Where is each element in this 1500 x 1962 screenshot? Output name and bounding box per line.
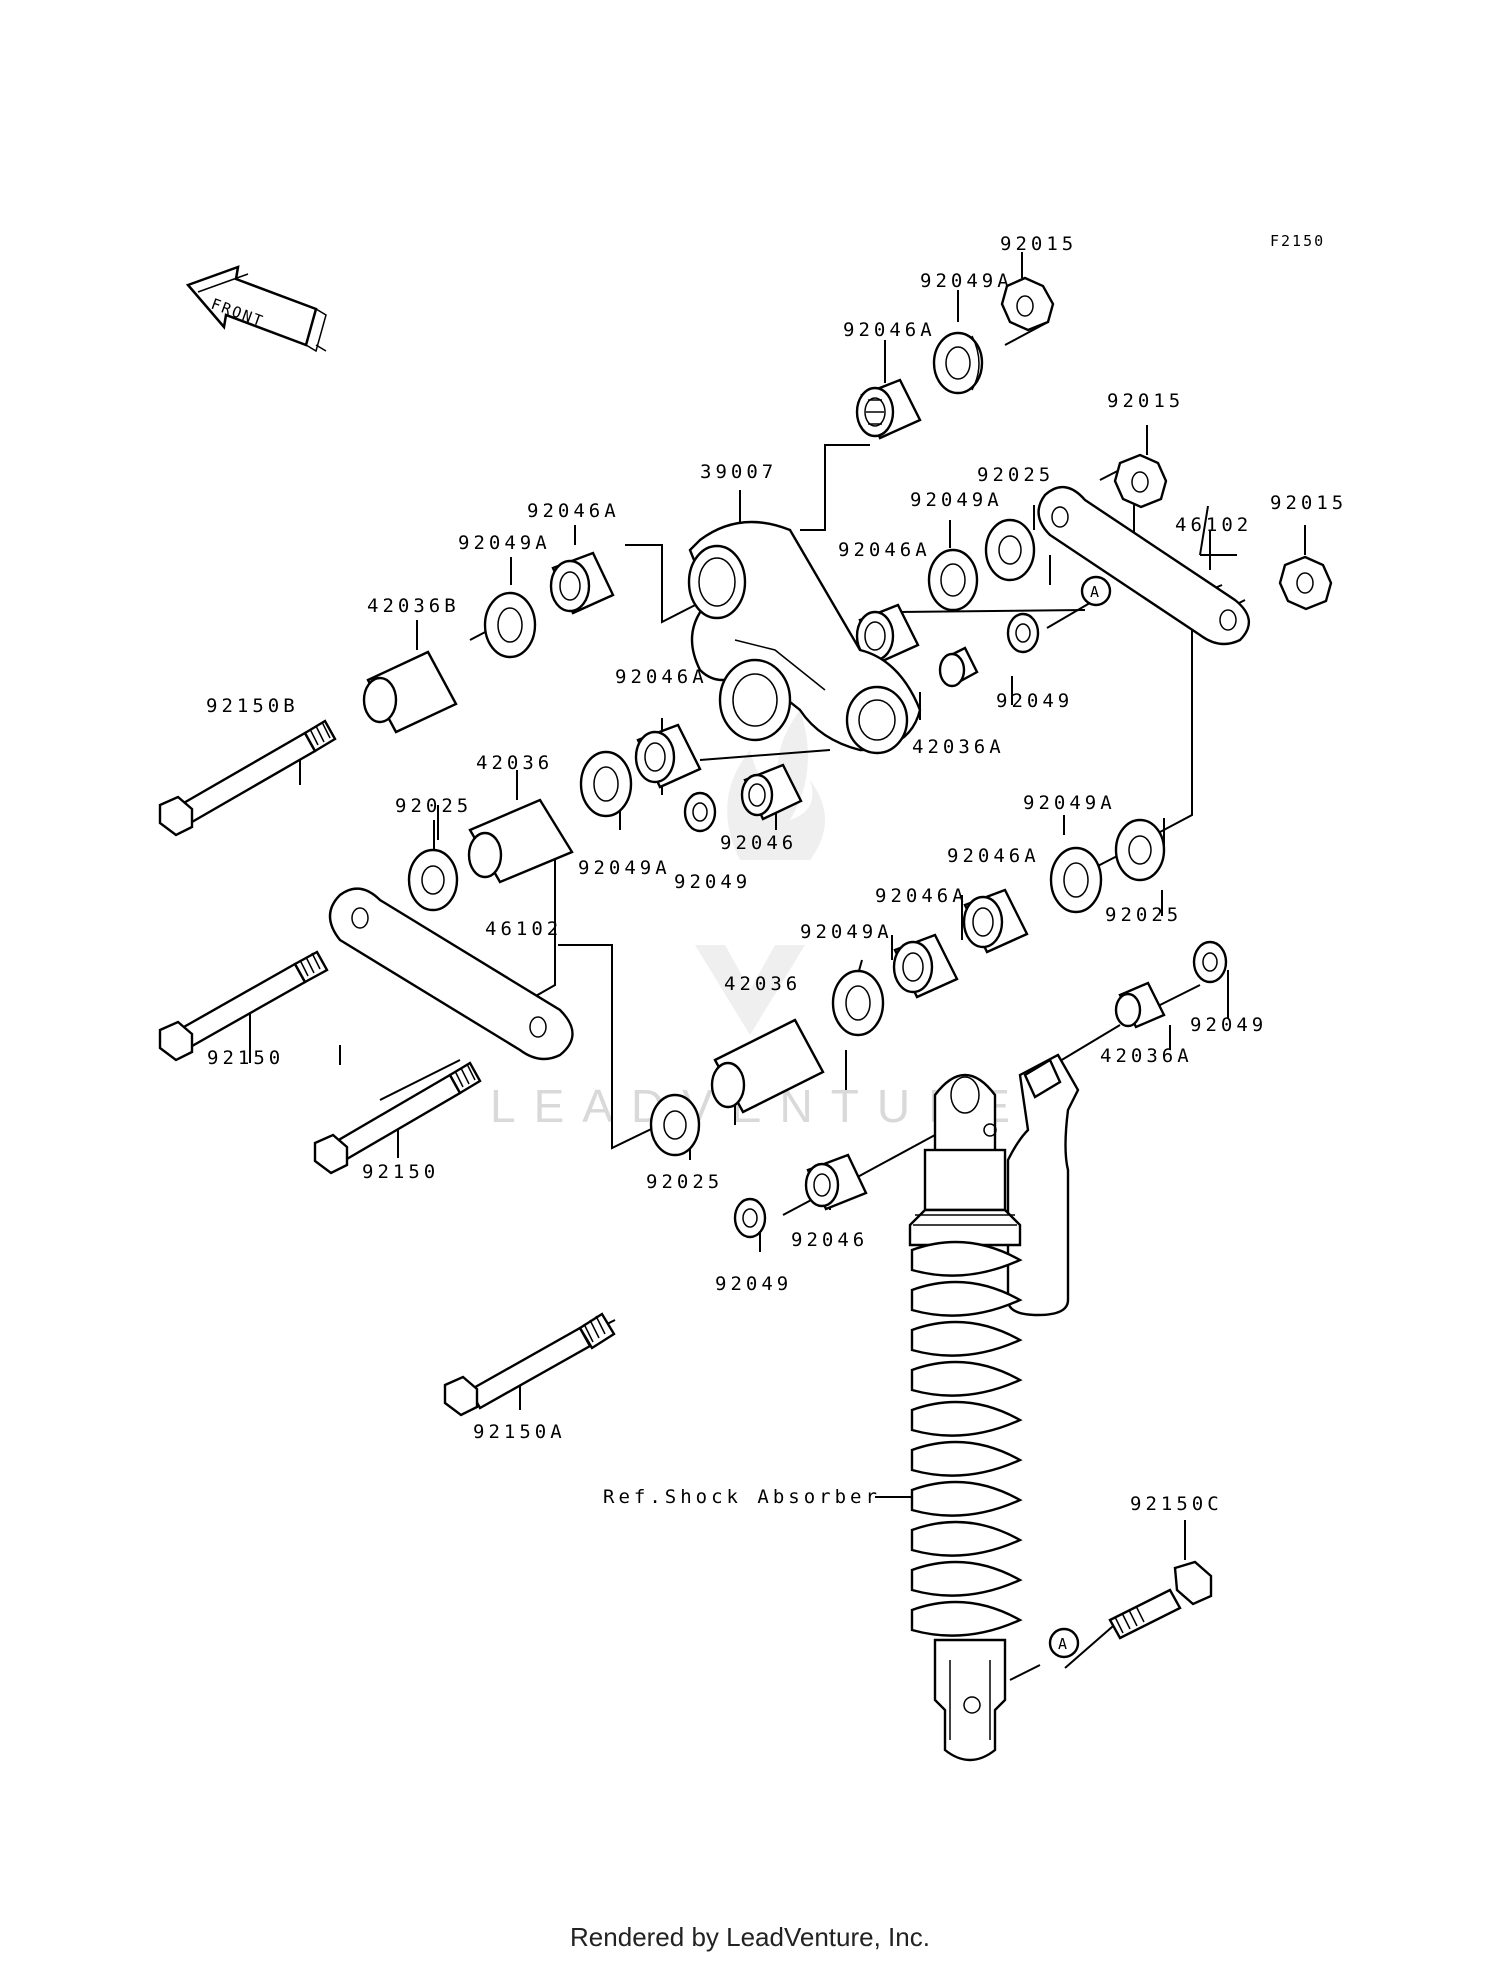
label-39007: 39007 <box>700 461 777 483</box>
shock-absorber <box>908 1053 1080 1762</box>
collar-92049A-top <box>932 331 984 395</box>
label-92015-top: 92015 <box>1000 233 1077 255</box>
collar-92049A-left <box>483 591 537 659</box>
bearing-92046A-top <box>855 378 922 440</box>
callout-a-bottom-text: A <box>1058 1635 1069 1653</box>
label-92046A-right: 92046A <box>947 845 1040 867</box>
label-92049-mid: 92049 <box>996 690 1073 712</box>
callout-a-bottom: A <box>1048 1627 1080 1659</box>
label-92049A-left: 92049A <box>458 532 551 554</box>
bolt-92150-a <box>158 950 329 1062</box>
label-92046-mid: 92046 <box>720 832 797 854</box>
label-92015-right: 92015 <box>1270 492 1347 514</box>
label-92049A-right: 92049A <box>1023 792 1116 814</box>
label-42036A-low: 42036A <box>1100 1045 1193 1067</box>
label-92025-top: 92025 <box>977 464 1054 486</box>
bearing-92046A-mid <box>855 603 920 665</box>
link-plate-46102-right <box>1037 486 1250 646</box>
label-92046A-left: 92046A <box>527 500 620 522</box>
washer-92049-mid <box>1006 612 1040 654</box>
front-arrow-icon <box>185 265 327 353</box>
bearing-92046A-right <box>962 888 1029 954</box>
bearing-92046A-left <box>549 551 615 615</box>
label-42036A-mid: 42036A <box>912 736 1005 758</box>
callout-a-text: A <box>1090 583 1101 601</box>
label-92049A-low: 92049A <box>800 921 893 943</box>
label-92150B: 92150B <box>206 695 299 717</box>
washer-92025-top <box>984 518 1036 582</box>
collar-92049A-lowleft <box>579 750 633 818</box>
label-92046-low: 92046 <box>791 1229 868 1251</box>
label-92025-low: 92025 <box>646 1171 723 1193</box>
washer-92025-low <box>649 1093 701 1157</box>
collar-92049A-right <box>1049 846 1103 914</box>
spacer-42036A-mid <box>938 646 979 688</box>
collar-92049A-midtop <box>927 548 979 612</box>
washer-92049-center <box>683 791 717 833</box>
label-42036: 42036 <box>476 752 553 774</box>
label-92150-b: 92150 <box>362 1161 439 1183</box>
label-92015-mid: 92015 <box>1107 390 1184 412</box>
bolt-92150-b <box>313 1061 482 1175</box>
label-92046A-top: 92046A <box>843 319 936 341</box>
label-92049A-top: 92049A <box>920 270 1013 292</box>
figure-code: F2150 <box>1270 232 1325 250</box>
spacer-42036-low <box>710 1018 825 1114</box>
nut-92015-top <box>1000 276 1055 332</box>
bearing-92046-low <box>804 1153 868 1211</box>
label-46102-left: 46102 <box>485 918 562 940</box>
label-92049-center: 92049 <box>674 871 751 893</box>
link-plate-46102-left <box>328 887 574 1061</box>
label-92046A-low: 92046A <box>875 885 968 907</box>
spacer-42036B <box>362 650 458 734</box>
washer-92025-left <box>407 848 459 912</box>
label-92049-low: 92049 <box>715 1273 792 1295</box>
washer-92049-low <box>733 1197 767 1239</box>
callout-a-top: A <box>1080 575 1112 607</box>
label-92150A: 92150A <box>473 1421 566 1443</box>
bearing-92046A-lower <box>634 723 702 789</box>
collar-92049A-low <box>831 969 885 1037</box>
label-92049A-lowleft: 92049A <box>578 857 671 879</box>
label-92025-left: 92025 <box>395 795 472 817</box>
nut-92015-right <box>1278 555 1333 611</box>
label-92150-a: 92150 <box>207 1047 284 1069</box>
washer-92025-right <box>1114 818 1166 882</box>
footer-credit: Rendered by LeadVenture, Inc. <box>570 1922 930 1952</box>
label-46102-right: 46102 <box>1175 514 1252 536</box>
bearing-92046A-low <box>892 933 959 999</box>
bearing-92046-mid <box>740 763 803 821</box>
spring-coils <box>910 1240 1023 1637</box>
label-92046A-lower: 92046A <box>615 666 708 688</box>
nut-92015-mid <box>1113 453 1168 509</box>
spacer-42036A-low <box>1114 981 1166 1029</box>
label-92046A-mid: 92046A <box>838 539 931 561</box>
watermark-logo <box>695 710 825 1035</box>
bolt-92150A <box>443 1312 616 1417</box>
washer-92049-right <box>1192 940 1228 984</box>
label-92150C: 92150C <box>1130 1493 1223 1515</box>
label-42036B: 42036B <box>367 595 460 617</box>
bolt-92150C <box>1108 1560 1213 1640</box>
rocker-arm-39007 <box>687 520 922 755</box>
label-92049A-midtop: 92049A <box>910 489 1003 511</box>
label-42036-low: 42036 <box>724 973 801 995</box>
label-92025-right: 92025 <box>1105 904 1182 926</box>
spacer-42036 <box>467 798 574 884</box>
bolt-92150B <box>158 719 337 837</box>
part-labels: 92015 92049A 92046A 92015 39007 92025 92… <box>206 233 1347 1515</box>
label-ref-shock-absorber: Ref.Shock Absorber <box>603 1486 881 1508</box>
label-92049-right: 92049 <box>1190 1014 1267 1036</box>
